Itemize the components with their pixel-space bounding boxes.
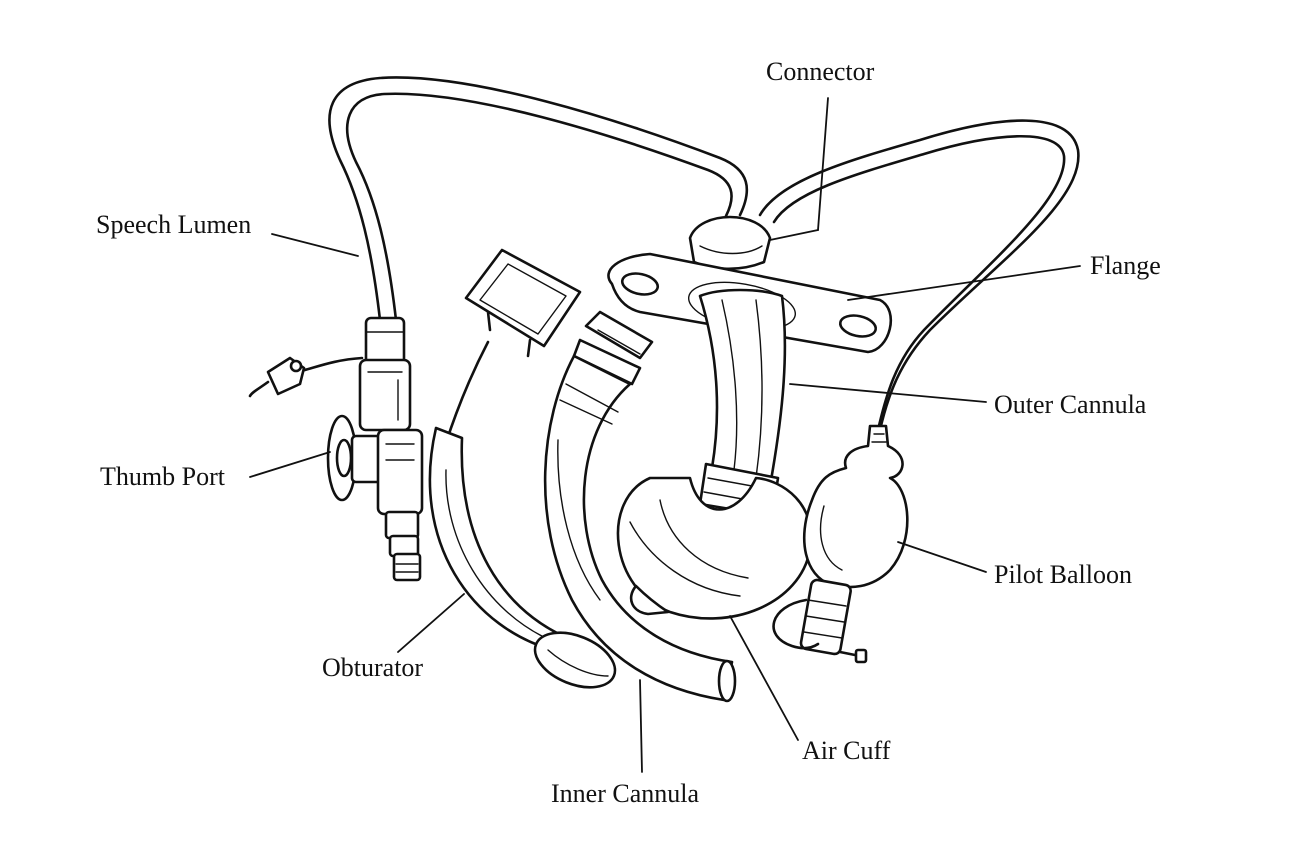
label-air-cuff: Air Cuff: [802, 736, 891, 765]
label-speech-lumen: Speech Lumen: [96, 210, 251, 239]
leader-thumb-port: [249, 451, 331, 478]
leader-flange: [847, 265, 1081, 301]
leader-air-cuff: [729, 615, 799, 741]
pilot-balloon-tubing: [758, 119, 1080, 432]
label-inner-cannula: Inner Cannula: [551, 779, 699, 808]
leader-inner-cannula: [639, 679, 643, 773]
obturator-drawing: [428, 248, 617, 689]
label-thumb-port: Thumb Port: [100, 462, 226, 491]
leader-speech-lumen: [271, 233, 359, 257]
labels: Connector Speech Lumen Flange Outer Cann…: [96, 57, 1161, 808]
speech-valve-assembly: [248, 316, 424, 582]
leader-obturator: [397, 593, 465, 653]
inner-cannula-drawing: [543, 310, 737, 703]
leader-pilot-balloon: [897, 541, 987, 573]
label-outer-cannula: Outer Cannula: [994, 390, 1147, 419]
pilot-balloon-drawing: [772, 424, 909, 664]
leader-connector: [817, 97, 829, 231]
label-obturator: Obturator: [322, 653, 423, 682]
leader-outer-cannula: [789, 383, 987, 403]
label-connector: Connector: [766, 57, 875, 86]
leader-connector-hook: [769, 229, 819, 241]
leader-lines: [249, 97, 1081, 773]
label-flange: Flange: [1090, 251, 1161, 280]
outer-cannula-drawing: [607, 215, 893, 620]
speech-lumen-tubing: [328, 76, 749, 322]
label-pilot-balloon: Pilot Balloon: [994, 560, 1132, 589]
